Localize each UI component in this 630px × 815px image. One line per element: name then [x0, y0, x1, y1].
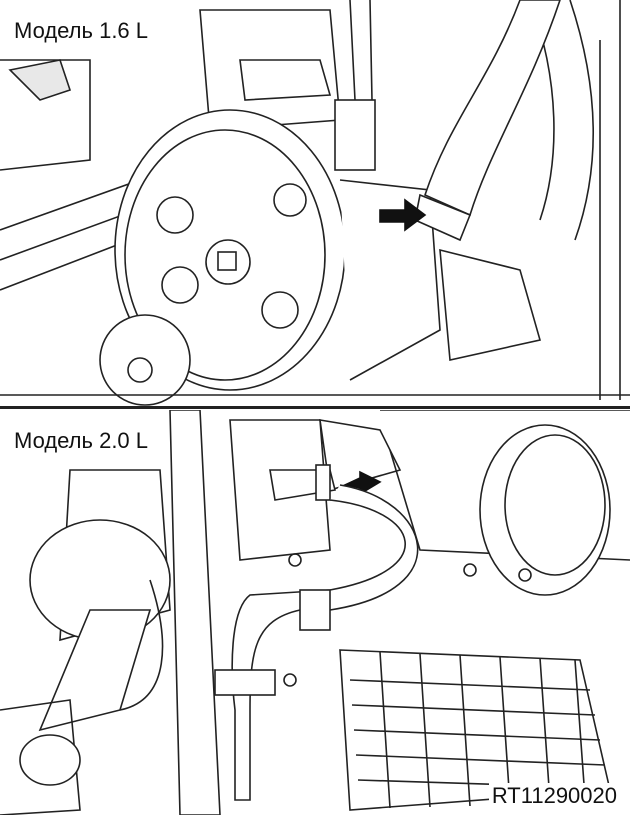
arrow-icon: [379, 198, 427, 232]
power-steering-pump-2-0-illustration: [0, 410, 630, 815]
radiator-grid: [349, 651, 609, 809]
panel-model-2-0: Модель 2.0 L RT11290020: [0, 410, 630, 815]
panel-divider: [0, 406, 630, 409]
model-2-0-label: Модель 2.0 L: [10, 428, 153, 454]
model-1-6-label: Модель 1.6 L: [10, 18, 153, 44]
power-steering-pump-1-6-illustration: [0, 0, 630, 406]
panel-model-1-6: Модель 1.6 L: [0, 0, 630, 407]
arrow-icon: [342, 470, 382, 496]
figure-code: RT11290020: [488, 783, 620, 809]
